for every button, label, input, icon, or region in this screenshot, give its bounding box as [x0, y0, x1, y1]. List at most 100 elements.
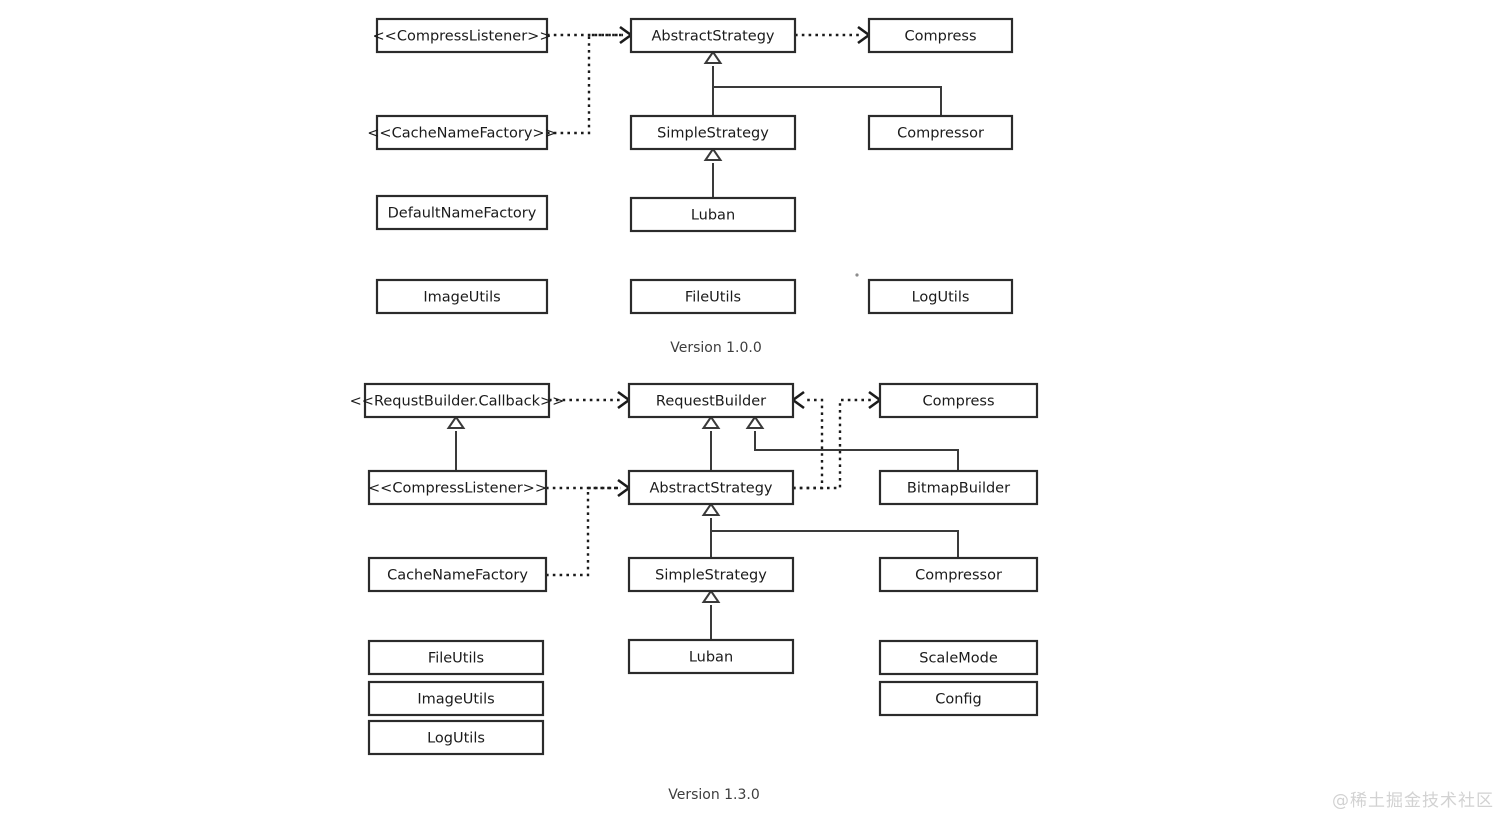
class-box-label: Luban: [691, 208, 735, 224]
class-box-label: ScaleMode: [919, 651, 998, 667]
inheritance-arrowhead-icon: [701, 415, 721, 429]
class-box-label: <<CacheNameFactory>>: [367, 126, 556, 142]
class-box-frame: [629, 114, 797, 151]
class-box-frame: [627, 469, 795, 506]
edge-layer: [446, 25, 959, 640]
watermark-text: @稀土掘金技术社区: [1332, 791, 1494, 811]
class-box-frame: [629, 278, 797, 315]
class-box-frame: [878, 382, 1039, 419]
uml-class-box-v3-compresslistener[interactable]: <<CompressListener>>: [367, 469, 548, 506]
uml-class-box-v3-abstractstrategy[interactable]: AbstractStrategy: [627, 469, 795, 506]
uml-edge-v3-luban-to-simplestrategy: [701, 589, 721, 640]
class-box-frame: [867, 17, 1014, 54]
uml-class-box-v1-cachenamefactory[interactable]: <<CacheNameFactory>>: [367, 114, 557, 151]
class-box-label: DefaultNameFactory: [388, 206, 537, 222]
uml-class-box-v3-simplestrategy[interactable]: SimpleStrategy: [627, 556, 795, 593]
edge-path: [793, 398, 872, 490]
uml-edge-v1-compresslistener-to-abstractstrategy: [547, 25, 634, 45]
class-box-label: BitmapBuilder: [907, 481, 1010, 497]
uml-class-box-v3-logutils[interactable]: LogUtils: [367, 719, 545, 756]
class-box-frame: [627, 382, 795, 419]
class-box-frame: [878, 469, 1039, 506]
class-box-frame: [867, 114, 1014, 151]
class-box-label: <<RequstBuilder.Callback>>: [350, 394, 565, 410]
class-box-frame: [375, 194, 549, 231]
uml-class-box-v3-requestbuilder[interactable]: RequestBuilder: [627, 382, 795, 419]
uml-edge-v3-bitmapbuilder-to-requestbuilder: [745, 415, 959, 471]
class-box-frame: [878, 680, 1039, 717]
uml-edge-v1-luban-to-simplestrategy: [703, 147, 723, 198]
realization-arrowhead-icon: [857, 25, 872, 45]
class-box-label: AbstractStrategy: [652, 29, 775, 45]
class-box-label: Config: [935, 692, 982, 708]
class-box-label: LogUtils: [427, 731, 485, 747]
edge-path: [754, 431, 959, 471]
version-caption-version-1-3-0: Version 1.3.0: [668, 787, 760, 803]
uml-class-box-v3-compress[interactable]: Compress: [878, 382, 1039, 419]
uml-edge-v3-compresslistener-to-callback: [446, 415, 466, 471]
uml-class-box-v1-luban[interactable]: Luban: [629, 196, 797, 233]
class-box-frame: [629, 196, 797, 233]
class-box-frame: [367, 469, 548, 506]
uml-class-box-v1-compressor[interactable]: Compressor: [867, 114, 1014, 151]
class-box-frame: [878, 556, 1039, 593]
class-box-frame: [867, 278, 1014, 315]
class-box-label: Luban: [689, 650, 733, 666]
class-box-frame: [878, 639, 1039, 676]
class-box-frame: [367, 639, 545, 676]
class-box-label: FileUtils: [428, 651, 484, 667]
class-box-label: FileUtils: [685, 290, 741, 306]
realization-arrowhead-icon: [617, 390, 632, 410]
class-box-frame: [367, 719, 545, 756]
inheritance-arrowhead-icon: [701, 502, 721, 516]
edge-path: [713, 86, 942, 116]
uml-class-box-v1-abstractstrategy[interactable]: AbstractStrategy: [629, 17, 797, 54]
uml-class-box-v3-scalemode[interactable]: ScaleMode: [878, 639, 1039, 676]
realization-arrowhead-icon: [617, 478, 632, 498]
realization-arrowhead-icon: [790, 390, 805, 410]
uml-class-box-v3-config[interactable]: Config: [878, 680, 1039, 717]
uml-class-box-v1-logutils[interactable]: LogUtils: [867, 278, 1014, 315]
uml-class-box-v1-compress[interactable]: Compress: [867, 17, 1014, 54]
uml-class-box-v1-defaultnamefactory[interactable]: DefaultNameFactory: [375, 194, 549, 231]
class-box-label: LogUtils: [912, 290, 970, 306]
inheritance-arrowhead-icon: [745, 415, 765, 429]
inheritance-arrowhead-icon: [446, 415, 466, 429]
uml-class-box-v3-imageutils[interactable]: ImageUtils: [367, 680, 545, 717]
class-box-label: ImageUtils: [423, 290, 500, 306]
class-box-frame: [363, 382, 551, 419]
realization-arrowhead-icon: [619, 25, 634, 45]
inheritance-arrowhead-icon: [703, 147, 723, 161]
uml-edge-v3-compressor-to-abstractstrategy: [711, 530, 959, 558]
edge-path: [711, 530, 959, 558]
uml-class-box-v1-imageutils[interactable]: ImageUtils: [375, 278, 549, 315]
uml-class-box-v3-requestbuildercallback[interactable]: <<RequstBuilder.Callback>>: [350, 382, 565, 419]
uml-class-box-v3-fileutils[interactable]: FileUtils: [367, 639, 545, 676]
class-box-label: Compressor: [915, 568, 1002, 584]
uml-class-box-v1-simplestrategy[interactable]: SimpleStrategy: [629, 114, 797, 151]
class-box-frame: [627, 556, 795, 593]
class-box-label: Compressor: [897, 126, 984, 142]
class-box-frame: [367, 680, 545, 717]
uml-class-box-v1-fileutils[interactable]: FileUtils: [629, 278, 797, 315]
uml-edge-v1-cachenamefactory-to-abstractstrategy: [547, 33, 623, 135]
edge-path: [547, 33, 623, 135]
uml-class-box-v3-bitmapbuilder[interactable]: BitmapBuilder: [878, 469, 1039, 506]
class-box-frame: [375, 17, 549, 54]
uml-class-box-v3-luban[interactable]: Luban: [627, 638, 795, 675]
edge-path: [546, 486, 621, 577]
uml-class-box-v3-cachenamefactory[interactable]: CacheNameFactory: [367, 556, 548, 593]
uml-class-box-v3-compressor[interactable]: Compressor: [878, 556, 1039, 593]
class-box-frame: [375, 114, 549, 151]
uml-edge-v3-cachenamefactory-to-abstractstrategy: [546, 486, 621, 577]
uml-edge-v3-simplestrategy-to-abstractstrategy: [701, 502, 721, 558]
class-box-label: ImageUtils: [417, 692, 494, 708]
class-box-label: CacheNameFactory: [387, 568, 528, 584]
uml-class-box-v1-compresslistener[interactable]: <<CompressListener>>: [373, 17, 552, 54]
edge-path: [793, 398, 824, 490]
uml-edge-v3-abstractstrategy-to-requestbuilder: [790, 390, 824, 490]
stray-dot-mark: [855, 273, 859, 277]
uml-edge-v1-simplestrategy-to-abstractstrategy: [703, 50, 723, 116]
